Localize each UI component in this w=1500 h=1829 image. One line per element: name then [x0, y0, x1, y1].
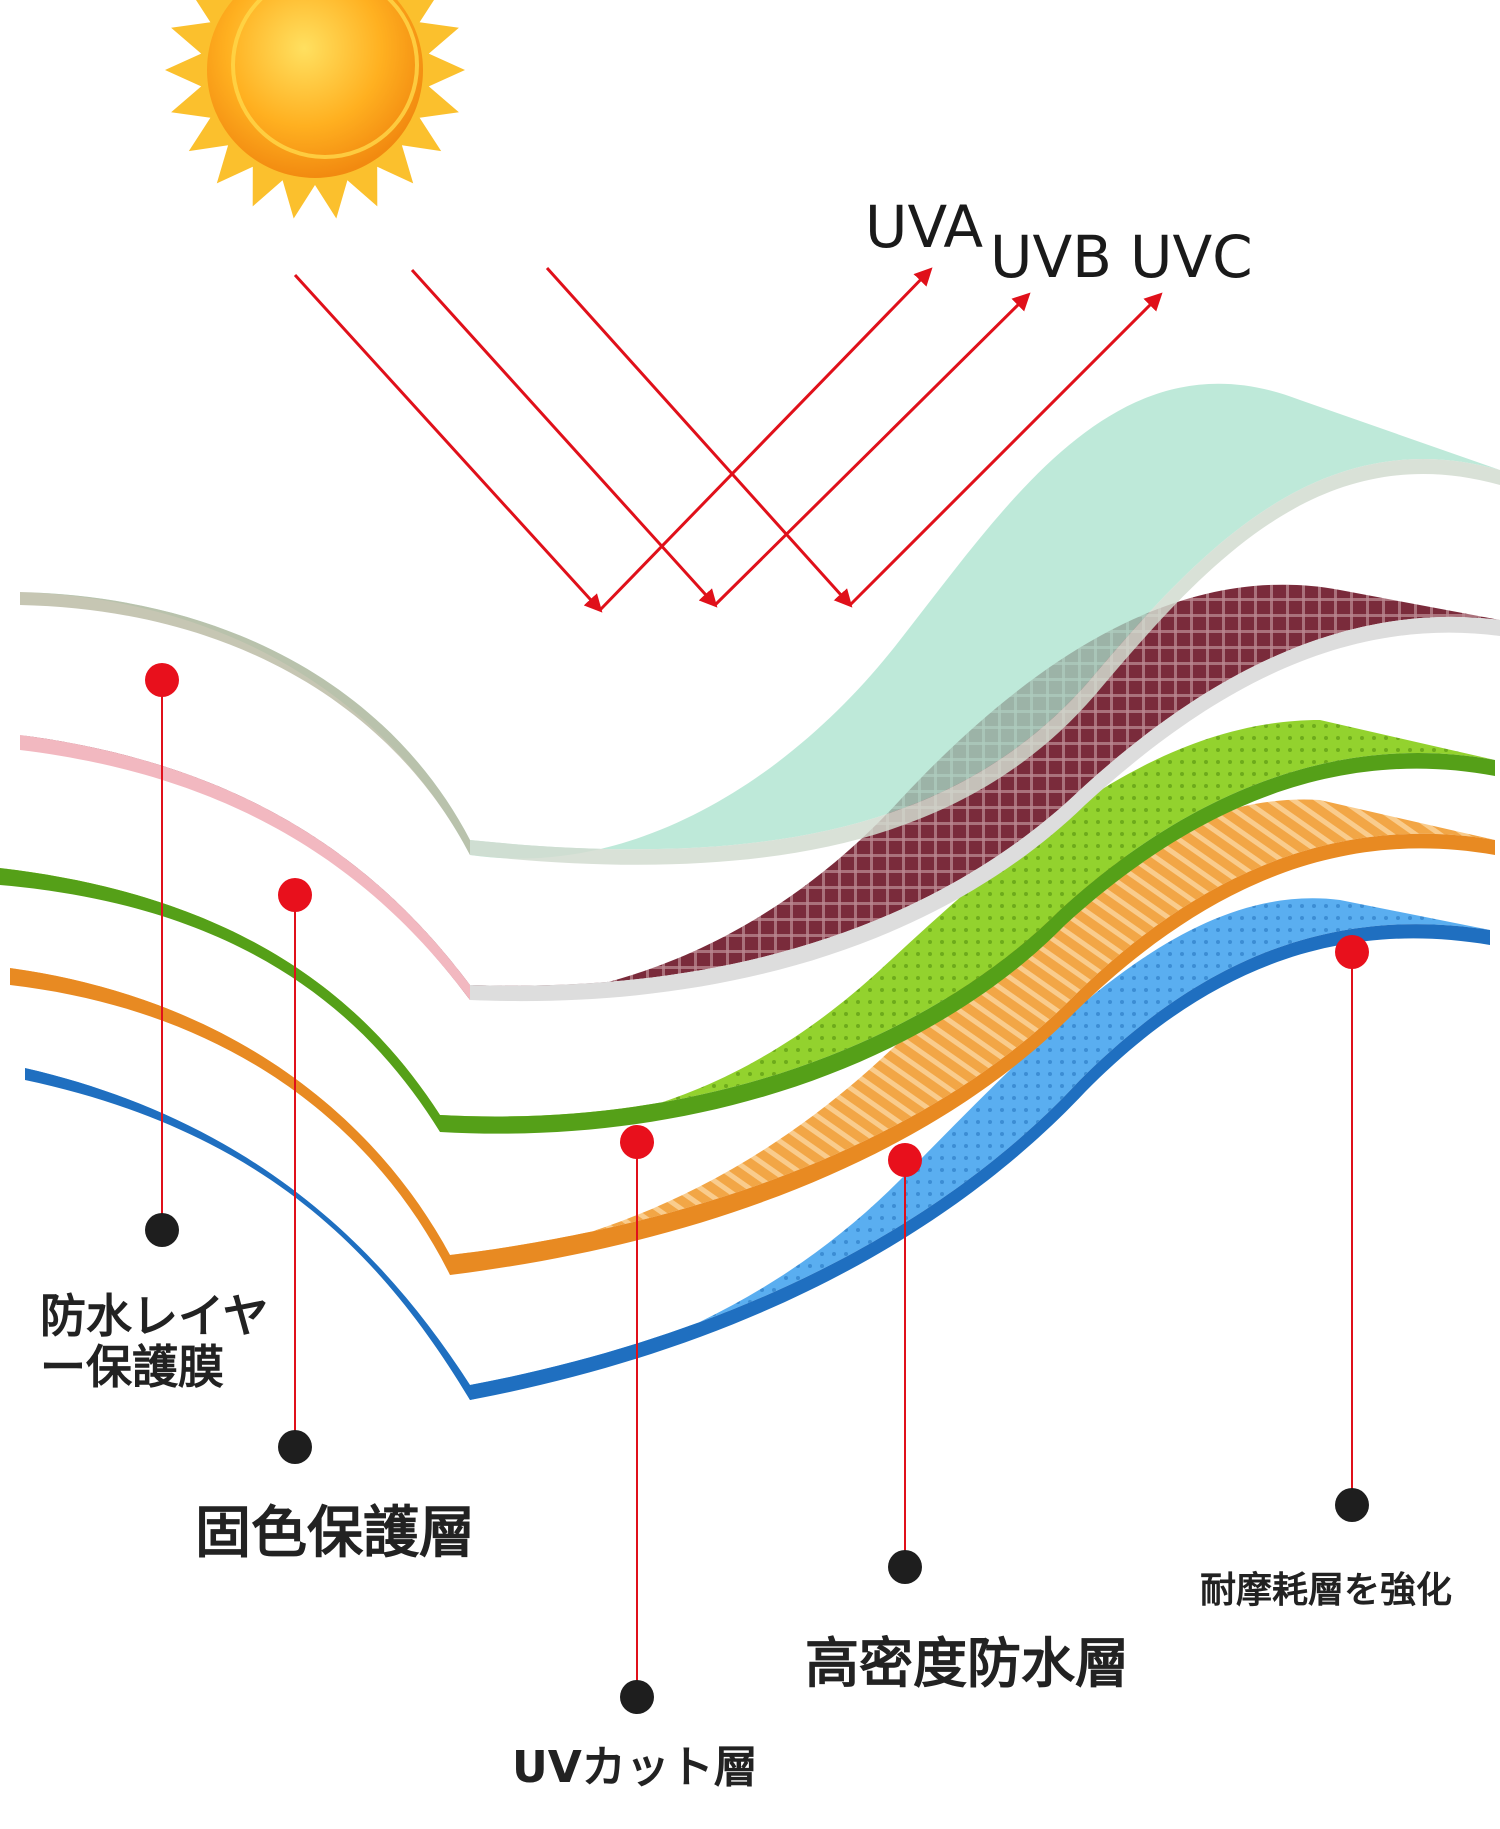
label-marker-2: [620, 1680, 654, 1714]
reflected-ray-2: [848, 292, 1163, 607]
label-wear-resist: 耐摩耗層を強化: [1200, 1570, 1452, 1611]
label-marker-0: [145, 1213, 179, 1247]
layer-high-density: [10, 799, 1495, 1275]
label-uv-cut: UVカット層: [512, 1742, 758, 1793]
layer-color-fix: [20, 584, 1500, 1002]
layer-marker-4: [1335, 935, 1369, 969]
label-color-fix: 固色保護層: [195, 1501, 475, 1566]
layer-uv-cut: [0, 720, 1495, 1134]
label-marker-4: [1335, 1488, 1369, 1522]
uvc-label: UVC: [1130, 223, 1253, 291]
uvb-label: UVB: [990, 223, 1112, 291]
layer-marker-2: [620, 1125, 654, 1159]
layer-waterproof-film: [20, 383, 1500, 865]
incident-ray-0: [293, 273, 603, 613]
incident-ray-2: [545, 266, 853, 608]
label-high-density: 高密度防水層: [805, 1632, 1129, 1695]
reflected-ray-0: [598, 267, 933, 612]
uva-label: UVA: [865, 193, 983, 261]
layer-marker-1: [278, 878, 312, 912]
label-marker-1: [278, 1430, 312, 1464]
sun-icon: [165, 0, 465, 219]
reflected-ray-1: [713, 292, 1031, 607]
incident-ray-1: [410, 268, 718, 608]
label-leaders: [145, 663, 1369, 1714]
layer-marker-0: [145, 663, 179, 697]
uv-rays: [293, 266, 1163, 613]
layer-marker-3: [888, 1143, 922, 1177]
layer-wear-resist: [25, 898, 1490, 1400]
label-waterproof-film: 防水レイヤ ー保護膜: [40, 1289, 285, 1394]
label-marker-3: [888, 1550, 922, 1584]
